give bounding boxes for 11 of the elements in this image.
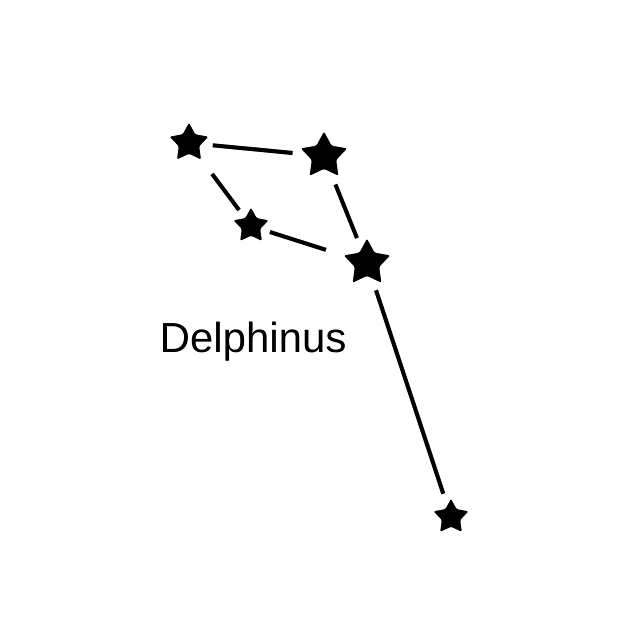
constellation-line bbox=[374, 290, 446, 494]
star-symbol bbox=[434, 500, 468, 532]
constellation-line bbox=[210, 172, 241, 212]
constellation-line bbox=[212, 143, 293, 156]
constellation-line bbox=[269, 230, 327, 252]
star-symbol bbox=[302, 132, 346, 176]
constellation-line bbox=[333, 184, 359, 239]
star-symbol bbox=[344, 240, 390, 282]
star-symbol bbox=[234, 208, 268, 240]
constellation-name: Delphinus bbox=[163, 322, 345, 361]
star-symbol bbox=[170, 124, 208, 159]
